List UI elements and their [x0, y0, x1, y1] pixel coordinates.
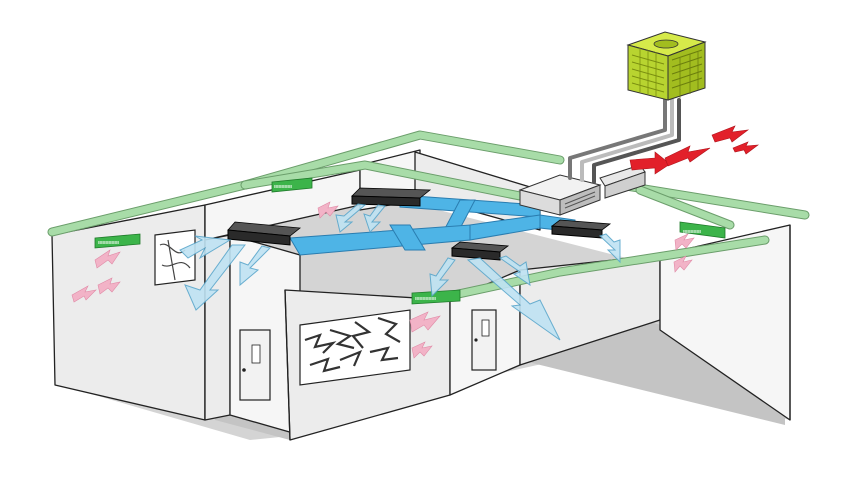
fresh-air-arrows	[629, 125, 760, 175]
air-handling-unit	[518, 164, 646, 216]
return-arrow-7	[674, 233, 695, 251]
return-air-arrows	[71, 201, 695, 359]
center-wall-edge	[284, 289, 291, 441]
left-door-knob	[242, 368, 246, 372]
fresh-air-arrow-1	[664, 145, 711, 167]
return-grille-right: ⊟⊟⊟⊟⊟⊟	[679, 221, 726, 239]
refrigerant-pipes	[568, 98, 681, 184]
supply-arrow-back-1	[335, 203, 367, 233]
return-grille-back: ⊟⊟⊟⊟⊟⊟	[271, 177, 313, 193]
right-door-window	[481, 319, 490, 337]
supply-air-arrows	[179, 203, 621, 341]
left-wall-picture	[154, 229, 196, 286]
return-arrow-5	[409, 311, 441, 333]
supply-arrow-center-2	[429, 257, 456, 298]
return-arrow-2	[71, 285, 97, 303]
return-grille-center: ⊟⊟⊟⊟⊟⊟⊟	[411, 289, 461, 305]
indoor-unit-center	[450, 241, 510, 261]
svg-text:⊟⊟⊟⊟⊟⊟⊟: ⊟⊟⊟⊟⊟⊟⊟	[98, 240, 119, 246]
svg-text:⊟⊟⊟⊟⊟⊟: ⊟⊟⊟⊟⊟⊟	[274, 184, 292, 190]
fresh-air-arrow-2	[711, 125, 750, 143]
supply-arrow-left-3	[239, 245, 271, 287]
fresh-air-arrow-3	[732, 141, 760, 155]
return-arrow-4	[317, 201, 339, 219]
return-arrow-1	[94, 249, 121, 269]
return-air-duct	[47, 130, 810, 303]
mural-frame	[299, 309, 411, 386]
left-door-window	[251, 344, 261, 364]
mural-pattern	[304, 316, 401, 373]
left-door	[239, 329, 271, 401]
svg-text:⊟⊟⊟⊟⊟⊟: ⊟⊟⊟⊟⊟⊟	[683, 229, 701, 235]
indoor-unit-back	[351, 187, 432, 207]
fresh-air-inlet	[629, 151, 671, 175]
indoor-unit-left	[227, 221, 302, 246]
return-arrow-8	[673, 255, 693, 273]
supply-arrow-back-2	[363, 204, 386, 233]
supply-air-duct	[289, 194, 576, 256]
supply-arrow-center-3	[498, 255, 531, 287]
right-door-knob	[474, 338, 478, 342]
outdoor-condensing-unit-icon	[626, 31, 707, 101]
svg-text:⊟⊟⊟⊟⊟⊟⊟: ⊟⊟⊟⊟⊟⊟⊟	[415, 296, 436, 302]
supply-arrow-center-1	[466, 257, 561, 341]
supply-arrow-right-1	[599, 233, 621, 264]
return-arrow-6	[411, 341, 433, 359]
supply-arrow-left-2	[184, 244, 247, 311]
supply-arrow-left-1	[179, 235, 232, 260]
return-arrow-3	[97, 277, 121, 295]
return-grille-left: ⊟⊟⊟⊟⊟⊟⊟	[94, 233, 141, 249]
